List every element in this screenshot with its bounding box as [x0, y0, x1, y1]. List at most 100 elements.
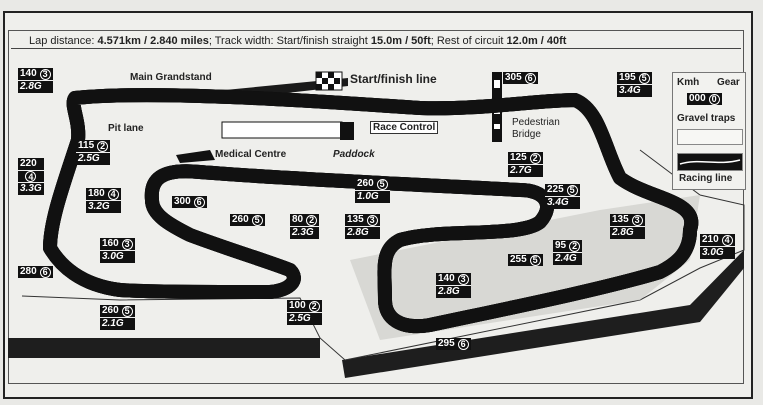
corner-g-force: 3.0G: [102, 251, 124, 262]
corner-speed: 260: [232, 214, 249, 225]
corner-speed: 80: [292, 214, 304, 225]
corner-speed: 225: [547, 184, 564, 195]
racing-line-swatch: [677, 153, 743, 171]
medical-centre-building: [176, 150, 215, 163]
corner-g-force: 2.5G: [78, 153, 100, 164]
corner-speed: 260: [102, 305, 119, 316]
corner-speed: 220: [20, 158, 37, 169]
corner-speed: 95: [555, 240, 567, 251]
corner-speed: 255: [510, 254, 527, 265]
gear-icon: 4: [107, 188, 119, 200]
corner-speed: 180: [88, 188, 105, 199]
corner-speed: 195: [619, 72, 636, 83]
corner-speed: 135: [347, 214, 364, 225]
track-width-label: ; Track width: Start/finish straight: [208, 35, 371, 47]
gear-icon: 5: [638, 72, 650, 84]
legend-sample-speed: 000: [689, 93, 706, 104]
gear-icon: 3: [366, 214, 378, 226]
corner-speed: 305: [505, 72, 522, 83]
corner-g-force: 3.3G: [20, 183, 42, 194]
corner-g-force: 2.7G: [510, 165, 532, 176]
lap-distance-label: Lap distance:: [29, 35, 98, 47]
gear-icon: 5: [121, 305, 133, 317]
map-base-left: [8, 338, 320, 358]
corner-g-force: 3.4G: [619, 85, 641, 96]
gear-icon: 5: [529, 254, 541, 266]
corner-speed: 210: [702, 234, 719, 245]
legend-sample-gear: 0: [708, 93, 720, 105]
pedestrian-bridge-label-2: Bridge: [512, 129, 541, 140]
gear-icon: 6: [457, 338, 469, 350]
gear-icon: 2: [529, 152, 541, 164]
race-control-label: Race Control: [370, 121, 439, 134]
gear-icon: 4: [721, 234, 733, 246]
gear-icon: 6: [524, 72, 536, 84]
corner-speed: 115: [78, 140, 95, 151]
corner-speed: 160: [102, 238, 119, 249]
pit-lane-label: Pit lane: [108, 123, 144, 134]
gear-icon: 5: [251, 214, 263, 226]
track-info-bar: Lap distance: 4.571km / 2.840 miles; Tra…: [11, 33, 741, 49]
corner-g-force: 2.3G: [292, 227, 314, 238]
gear-icon: 5: [376, 178, 388, 190]
corner-speed: 135: [612, 214, 629, 225]
legend-gear-label: Gear: [717, 77, 740, 88]
corner-speed: 280: [20, 266, 37, 277]
corner-speed: 295: [438, 338, 455, 349]
corner-g-force: 1.0G: [357, 191, 379, 202]
rest-label: ; Rest of circuit: [430, 35, 507, 47]
gear-icon: 6: [39, 266, 51, 278]
corner-g-force: 3.0G: [702, 247, 724, 258]
gear-icon: 3: [39, 68, 51, 80]
rest-width-value: 12.0m / 40ft: [506, 35, 567, 47]
legend-racing-line-label: Racing line: [679, 173, 733, 184]
corner-g-force: 3.2G: [88, 201, 110, 212]
corner-speed: 100: [289, 300, 306, 311]
checkered-flag-pattern: [316, 72, 340, 90]
main-grandstand-label: Main Grandstand: [130, 72, 212, 83]
gear-icon: 2: [308, 300, 320, 312]
gear-icon: 5: [566, 184, 578, 196]
corner-g-force: 2.1G: [102, 318, 124, 329]
medical-centre-label: Medical Centre: [215, 149, 287, 160]
legend-gravel-label: Gravel traps: [677, 113, 736, 124]
gear-icon: 3: [631, 214, 643, 226]
corner-g-force: 2.8G: [612, 227, 634, 238]
lap-distance-value: 4.571km / 2.840 miles: [97, 35, 209, 47]
corner-g-force: 2.8G: [347, 227, 369, 238]
corner-speed: 140: [438, 273, 455, 284]
gear-icon: 2: [97, 140, 109, 152]
corner-g-force: 2.8G: [20, 81, 42, 92]
corner-speed: 140: [20, 68, 37, 79]
gear-icon: 3: [457, 273, 469, 285]
gear-icon: 2: [569, 240, 581, 252]
corner-speed: 125: [510, 152, 527, 163]
corner-g-force: 3.4G: [547, 197, 569, 208]
corner-g-force: 2.8G: [438, 286, 460, 297]
corner-g-force: 2.4G: [555, 253, 577, 264]
